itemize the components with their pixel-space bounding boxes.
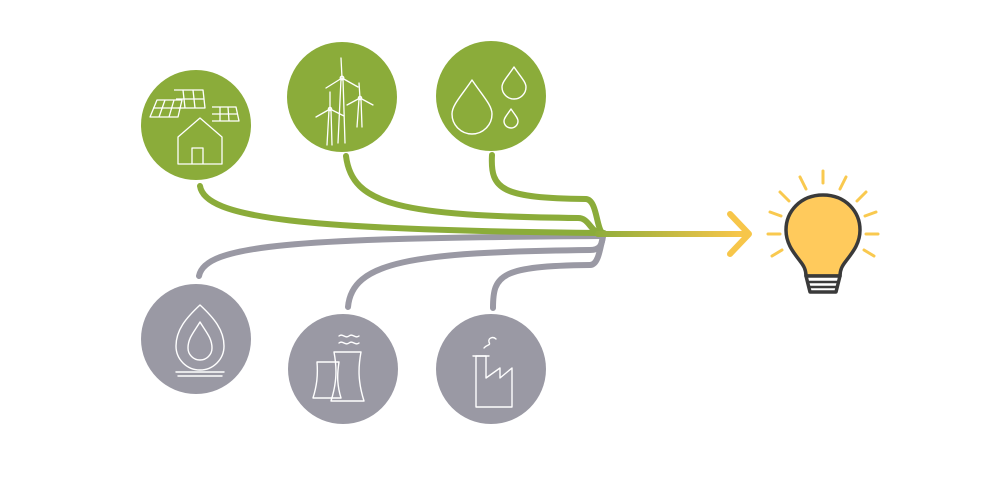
water-drops-icon — [451, 66, 527, 135]
wind-source — [287, 42, 397, 152]
wind-source-circle — [287, 42, 397, 152]
solar-flow-line — [197, 183, 603, 236]
nuclear-source-circle — [288, 314, 398, 424]
bulb-rays — [766, 169, 880, 258]
wind-turbines-icon — [315, 57, 374, 146]
coal-source-circle — [436, 314, 546, 424]
bulb-glass — [784, 193, 862, 278]
renewable-flow-lines — [197, 152, 607, 236]
main-arrow — [595, 211, 752, 257]
fossil-flow-lines — [196, 233, 606, 311]
solar-source-circle — [141, 70, 251, 180]
bulb-base — [804, 274, 842, 294]
gas-flow-line — [196, 233, 603, 279]
gas-source — [141, 284, 251, 394]
solar-panels-house-icon — [149, 89, 240, 165]
arrow-head-icon — [727, 211, 752, 257]
coal-source — [436, 314, 546, 424]
hydro-flow-line — [488, 152, 607, 236]
gas-flame-icon — [175, 304, 225, 377]
solar-source — [141, 70, 251, 180]
wind-flow-line — [343, 153, 605, 236]
nuclear-flow-line — [345, 233, 606, 310]
coal-flow-line — [490, 233, 606, 311]
hydro-source — [436, 41, 546, 151]
light-bulb-icon — [766, 169, 880, 294]
cooling-towers-icon — [312, 334, 365, 402]
factory-chimney-icon — [472, 336, 513, 408]
gas-source-circle — [141, 284, 251, 394]
nuclear-source — [288, 314, 398, 424]
hydro-source-circle — [436, 41, 546, 151]
